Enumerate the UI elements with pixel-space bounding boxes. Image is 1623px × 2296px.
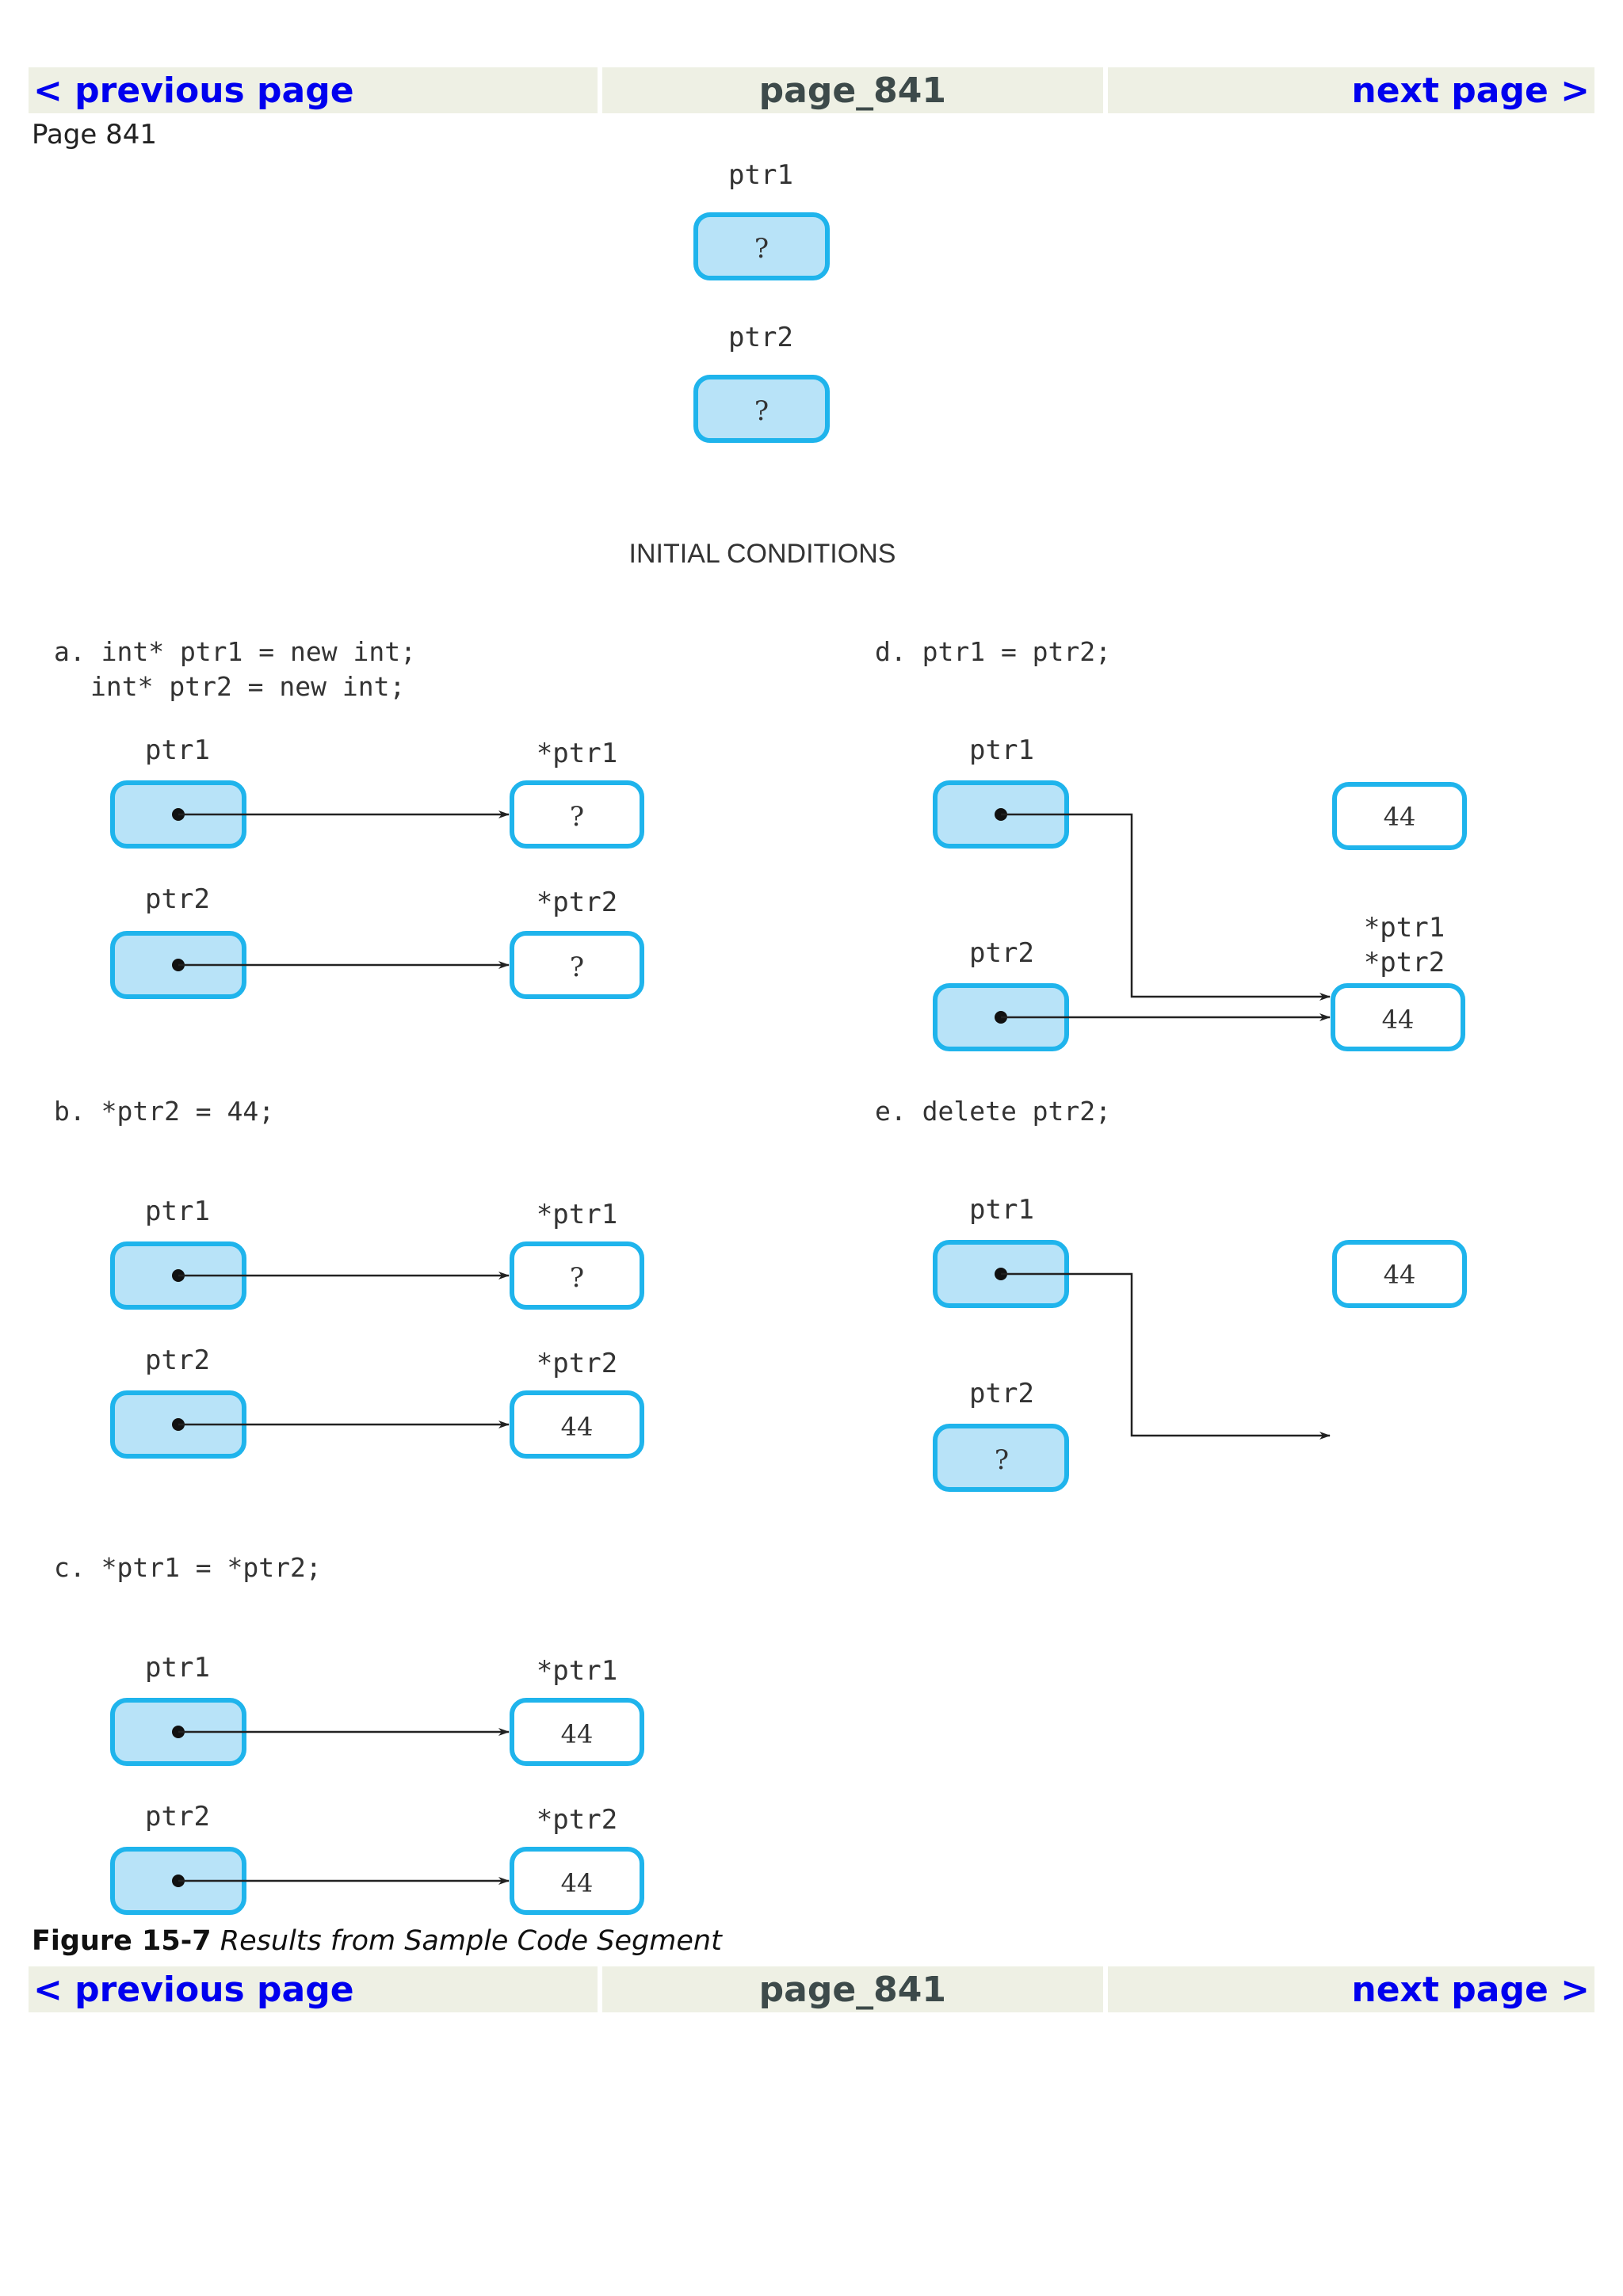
panel-a-target1-value: ? <box>570 801 584 833</box>
panel-e-ptr1-label: ptr1 <box>969 1194 1034 1226</box>
panel-e-ptr2-box <box>933 1424 1069 1492</box>
page-number-label: Page 841 <box>32 119 158 151</box>
panel-a-ptr2-label: ptr2 <box>145 883 210 915</box>
figure-caption: Figure 15-7 Results from Sample Code Seg… <box>32 1925 722 1957</box>
initial-ptr1-label: ptr1 <box>728 159 793 191</box>
panel-c-target1-value: 44 <box>561 1719 594 1749</box>
panel-d-ptr1-arrow <box>1001 813 1331 1001</box>
panel-e-ptr2-value: ? <box>995 1444 1009 1476</box>
panel-a-ptr1-label: ptr1 <box>145 734 210 766</box>
previous-page-cell: < previous page <box>29 1966 598 2012</box>
figure-caption-label: Figure 15-7 <box>32 1925 212 1957</box>
panel-b-target1-label: *ptr1 <box>537 1199 617 1230</box>
panel-d-shared-value: 44 <box>1382 1005 1415 1035</box>
panel-d: d. ptr1 = ptr2; ptr1 44 *ptr1 *ptr2 ptr2… <box>875 636 1467 1051</box>
bottom-navigation-bar: < previous page page_841 next page > <box>29 1966 1594 2012</box>
initial-ptr2-value: ? <box>754 395 769 427</box>
panel-e-code-line1: e. delete ptr2; <box>875 1096 1111 1127</box>
panel-b-target2-box <box>510 1390 644 1459</box>
initial-conditions-title: INITIAL CONDITIONS <box>629 539 896 569</box>
panel-a-target1-box <box>510 780 644 849</box>
panel-d-ptr2-label: ptr2 <box>969 937 1034 969</box>
panel-b-target2-value: 44 <box>561 1412 594 1442</box>
panel-a-target2-label: *ptr2 <box>537 887 617 918</box>
panel-b-target1-box <box>510 1241 644 1310</box>
panel-e-orphan-value: 44 <box>1384 1260 1416 1290</box>
panel-a: a. int* ptr1 = new int; int* ptr2 = new … <box>54 636 644 999</box>
initial-ptr1-box <box>693 212 830 280</box>
figure-caption-text: Results from Sample Code Segment <box>220 1925 722 1957</box>
panel-b-target2-label: *ptr2 <box>537 1348 617 1379</box>
pointer-diagram-figure: ptr1 ? ptr2 ? INITIAL CONDITIONS a. int*… <box>54 159 1467 1915</box>
page-id-cell: page_841 <box>601 67 1103 113</box>
panel-c: c. *ptr1 = *ptr2; ptr1 *ptr1 44 ptr2 *pt… <box>54 1552 644 1915</box>
page-id: page_841 <box>758 70 947 111</box>
page-id: page_841 <box>758 1969 947 2010</box>
panel-b-ptr2-label: ptr2 <box>145 1344 210 1376</box>
panel-a-target1-label: *ptr1 <box>537 738 617 769</box>
initial-ptr1-value: ? <box>754 233 769 265</box>
panel-c-code-line1: c. *ptr1 = *ptr2; <box>54 1552 322 1583</box>
initial-ptr2-box <box>693 375 830 443</box>
panel-b: b. *ptr2 = 44; ptr1 *ptr1 ? ptr2 *ptr2 4… <box>54 1096 644 1459</box>
panel-a-target2-box <box>510 931 644 999</box>
panel-b-code-line1: b. *ptr2 = 44; <box>54 1096 274 1127</box>
previous-page-link[interactable]: < previous page <box>33 1969 354 2010</box>
panel-d-orphan-box <box>1332 782 1467 850</box>
panel-e: e. delete ptr2; ptr1 44 ptr2 ? <box>875 1096 1467 1492</box>
initial-ptr2-label: ptr2 <box>728 322 793 353</box>
panel-a-code-line2: int* ptr2 = new int; <box>90 671 405 702</box>
panel-c-target2-label: *ptr2 <box>537 1804 617 1836</box>
panel-b-ptr1-label: ptr1 <box>145 1196 210 1227</box>
panel-c-target1-label: *ptr1 <box>537 1655 617 1687</box>
top-navigation-bar: < previous page page_841 next page > <box>29 67 1594 113</box>
previous-page-link[interactable]: < previous page <box>33 70 354 111</box>
panel-d-ptr1-label: ptr1 <box>969 734 1034 766</box>
next-page-link[interactable]: next page > <box>1351 1969 1590 2010</box>
next-page-link[interactable]: next page > <box>1351 70 1590 111</box>
panel-c-ptr2-label: ptr2 <box>145 1801 210 1833</box>
initial-conditions-panel: ptr1 ? ptr2 ? INITIAL CONDITIONS <box>629 159 896 569</box>
panel-c-target1-box <box>510 1698 644 1766</box>
panel-d-shared-label2: *ptr2 <box>1364 947 1445 978</box>
panel-d-code-line1: d. ptr1 = ptr2; <box>875 636 1111 667</box>
next-page-cell: next page > <box>1107 1966 1594 2012</box>
panel-d-shared-label1: *ptr1 <box>1364 912 1445 944</box>
panel-c-target2-value: 44 <box>561 1868 594 1898</box>
panel-a-target2-value: ? <box>570 952 584 983</box>
panel-d-orphan-value: 44 <box>1384 802 1416 832</box>
panel-d-shared-box <box>1331 983 1465 1051</box>
panel-c-ptr1-label: ptr1 <box>145 1652 210 1684</box>
next-page-cell: next page > <box>1107 67 1594 113</box>
previous-page-cell: < previous page <box>29 67 598 113</box>
panel-b-target1-value: ? <box>570 1262 584 1294</box>
panel-e-orphan-box <box>1332 1240 1467 1308</box>
panel-c-target2-box <box>510 1847 644 1915</box>
panel-e-ptr2-label: ptr2 <box>969 1378 1034 1409</box>
panel-a-code-line1: a. int* ptr1 = new int; <box>54 636 416 667</box>
page-id-cell: page_841 <box>601 1966 1103 2012</box>
panel-e-dangling-arrow <box>1001 1272 1331 1440</box>
